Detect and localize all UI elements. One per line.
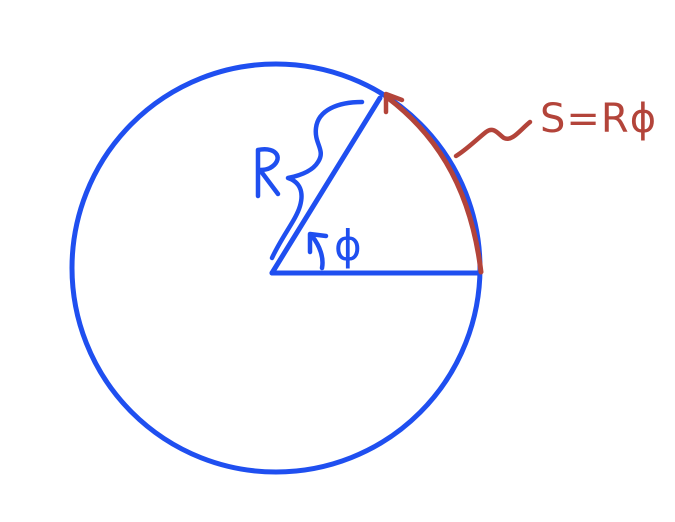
angle-label: ϕ bbox=[334, 221, 362, 270]
arc-formula-label: S=Rϕ bbox=[540, 96, 657, 142]
radius-label-glyph bbox=[255, 147, 281, 199]
arc-arrowhead bbox=[383, 91, 405, 115]
radius-brace bbox=[269, 99, 365, 261]
angle-arrowhead bbox=[307, 231, 329, 255]
angle-arrow bbox=[309, 233, 325, 271]
formula-squiggle bbox=[453, 119, 533, 159]
arc-highlight bbox=[385, 95, 484, 275]
slanted-radius bbox=[269, 95, 383, 276]
